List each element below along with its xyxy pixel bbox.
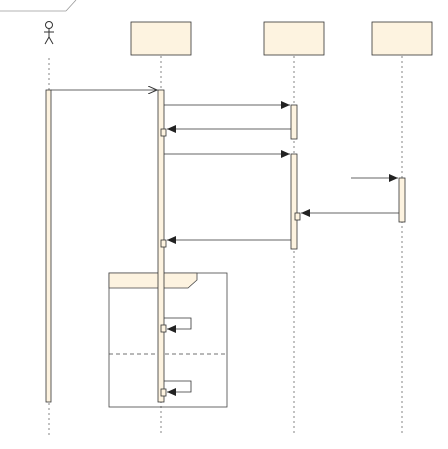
self-message-arrow[interactable]: [164, 317, 192, 333]
return-activation-marker: [294, 212, 301, 221]
activation-bar-p3: [398, 177, 406, 223]
return-activation-marker: [160, 239, 167, 248]
self-message-arrow[interactable]: [164, 380, 192, 396]
activation-bar-p2-second: [290, 153, 298, 250]
activation-bar-actor: [45, 89, 52, 403]
combined-fragment[interactable]: [108, 272, 228, 408]
activation-bar-p2-first: [290, 104, 298, 140]
participant-box-2[interactable]: [263, 21, 325, 56]
diagram-frame-corner: [0, 0, 77, 12]
actor-participant[interactable]: [44, 21, 54, 45]
participant-box-3[interactable]: [371, 21, 433, 56]
fragment-operator-tab: [108, 272, 198, 289]
self-activation-marker: [160, 324, 167, 333]
return-activation-marker: [160, 128, 167, 137]
participant-box-1[interactable]: [130, 21, 192, 56]
self-activation-marker: [160, 388, 167, 397]
actor-icon: [44, 21, 54, 45]
